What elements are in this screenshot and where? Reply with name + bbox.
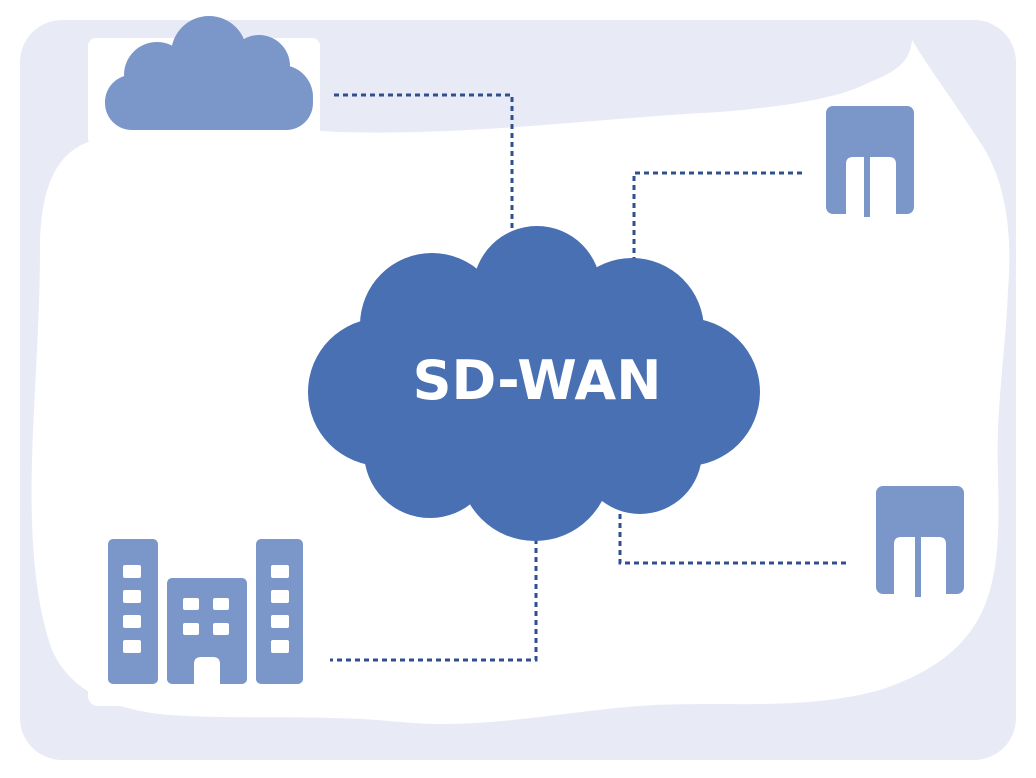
- connector-server-top: [632, 171, 802, 262]
- connector-server-bottom: [618, 505, 850, 565]
- server-icon: [826, 106, 914, 217]
- server-icon: [876, 486, 964, 597]
- sd-wan-hub: SD-WAN: [308, 226, 760, 541]
- hub-label: SD-WAN: [413, 349, 662, 412]
- connector-cloud: [334, 93, 514, 240]
- cloud-icon: [105, 16, 313, 130]
- connectors: [330, 93, 850, 662]
- connector-office: [330, 530, 538, 662]
- hub-cloud-icon: [308, 226, 760, 541]
- office-building-icon: [108, 539, 303, 684]
